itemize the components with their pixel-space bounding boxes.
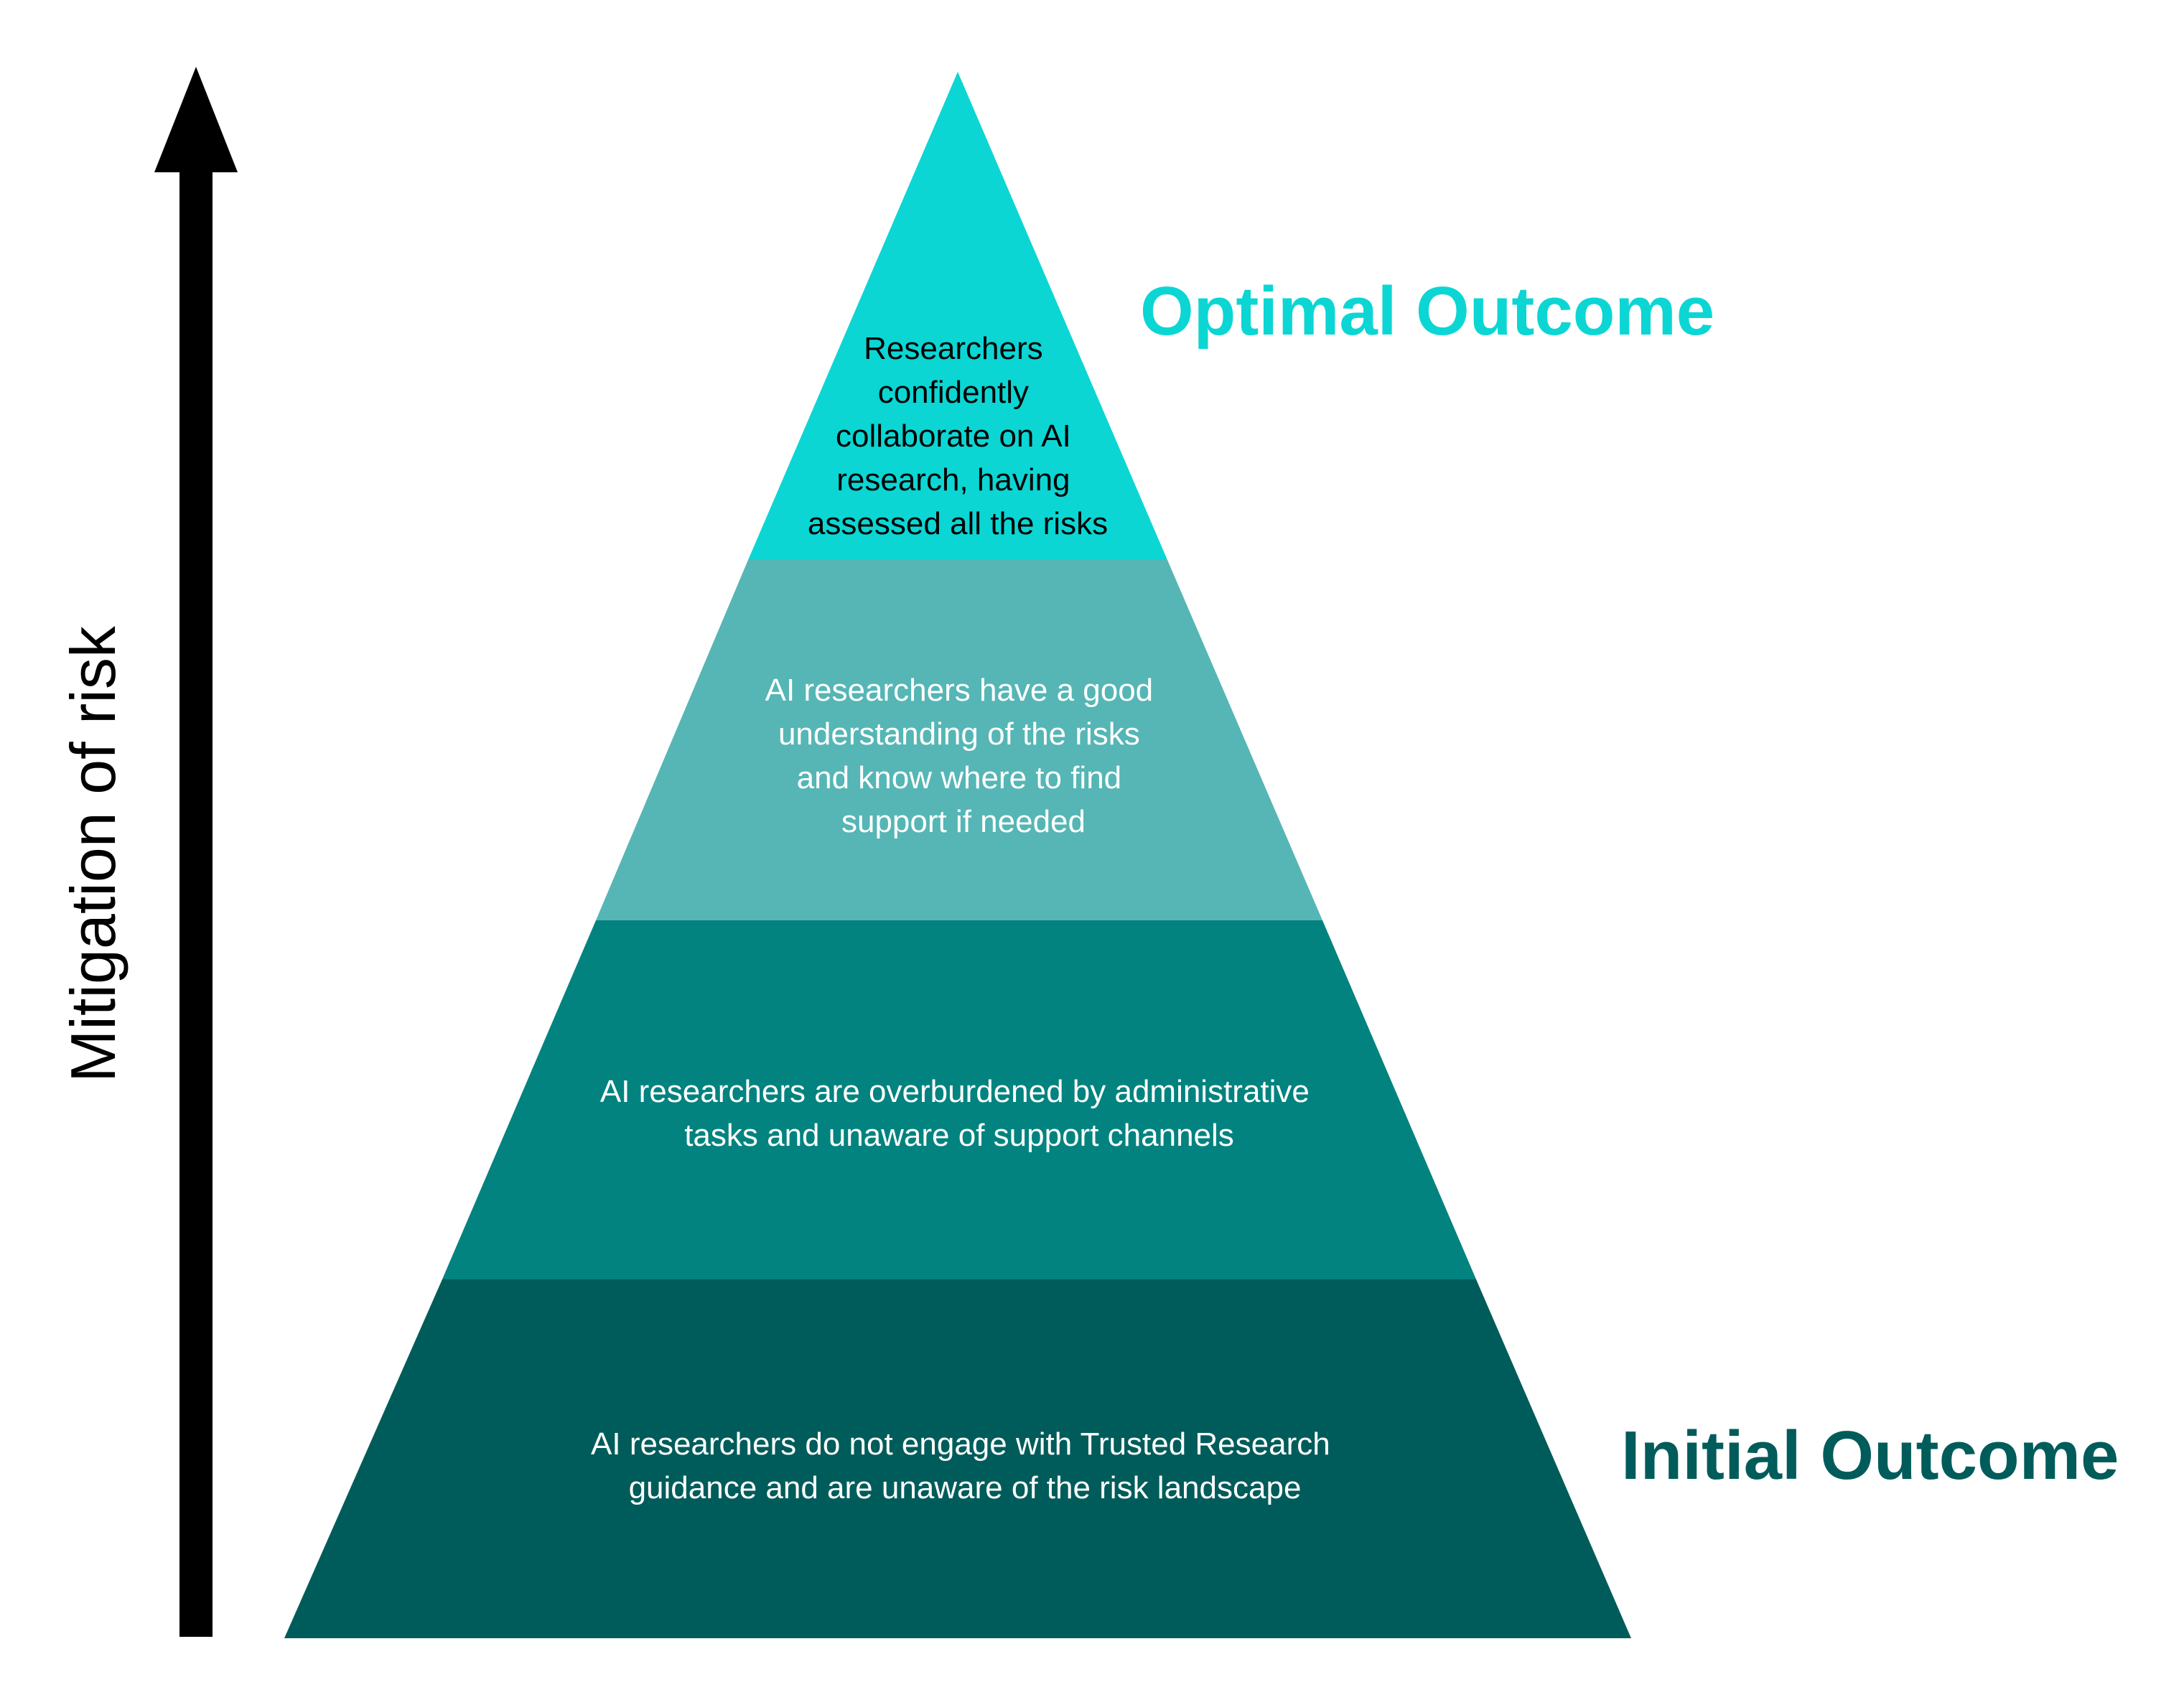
arrow-head-icon (154, 67, 238, 172)
initial-outcome-label: Initial Outcome (1621, 1417, 2119, 1494)
tier-base-text: AI researchers do not engage with Truste… (591, 1426, 1339, 1505)
tier-upper-middle-text: AI researchers have a good understanding… (765, 673, 1162, 839)
arrow-shaft (179, 165, 213, 1637)
tier-lower-middle-text: AI researchers are overburdened by admin… (600, 1074, 1318, 1153)
pyramid (284, 72, 1631, 1638)
axis-label: Mitigation of risk (57, 625, 129, 1083)
pyramid-tier-lower-middle (442, 920, 1476, 1279)
risk-axis-arrow (154, 67, 238, 1637)
pyramid-tier-base (284, 1279, 1631, 1638)
pyramid-tier-top (748, 72, 1167, 560)
optimal-outcome-label: Optimal Outcome (1140, 273, 1714, 350)
tier-top-text: Researchers confidently collaborate on A… (808, 331, 1108, 541)
pyramid-tier-upper-middle (596, 560, 1322, 920)
